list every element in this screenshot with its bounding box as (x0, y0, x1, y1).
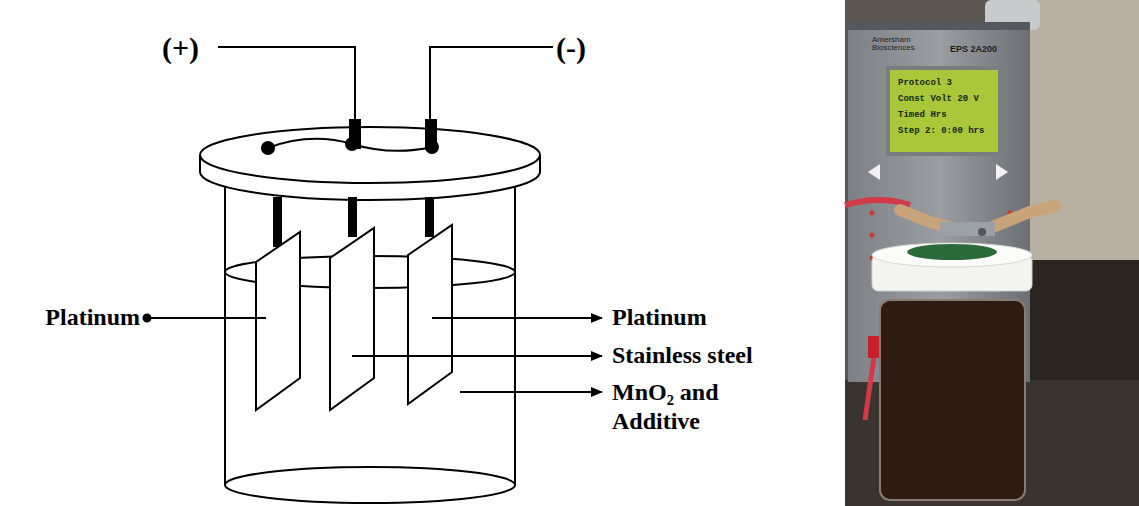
lid (200, 120, 540, 200)
screen-text: Protocol 3 (898, 78, 952, 89)
electrode-label: Platinum (612, 303, 707, 332)
screen-text: Timed Hrs (898, 110, 947, 121)
wire (218, 47, 553, 122)
apparatus-photo (845, 0, 1139, 506)
screen-text: Const Volt 20 V (898, 94, 979, 105)
polarity-label: (-) (556, 30, 586, 66)
electrode-label: Stainless steel (612, 341, 753, 370)
electrode (256, 198, 452, 410)
electrode-label: Platinum (45, 303, 140, 332)
brand-label: Amersham Biosciences (872, 36, 932, 52)
polarity-label: (+) (162, 30, 199, 66)
screen-text: Step 2: 0:00 hrs (898, 126, 984, 137)
electrolyte-label: MnO₂ and Additive (612, 378, 772, 436)
leader-line (144, 315, 603, 393)
model-label: EPS 2A200 (950, 44, 997, 55)
beaker (225, 185, 515, 503)
